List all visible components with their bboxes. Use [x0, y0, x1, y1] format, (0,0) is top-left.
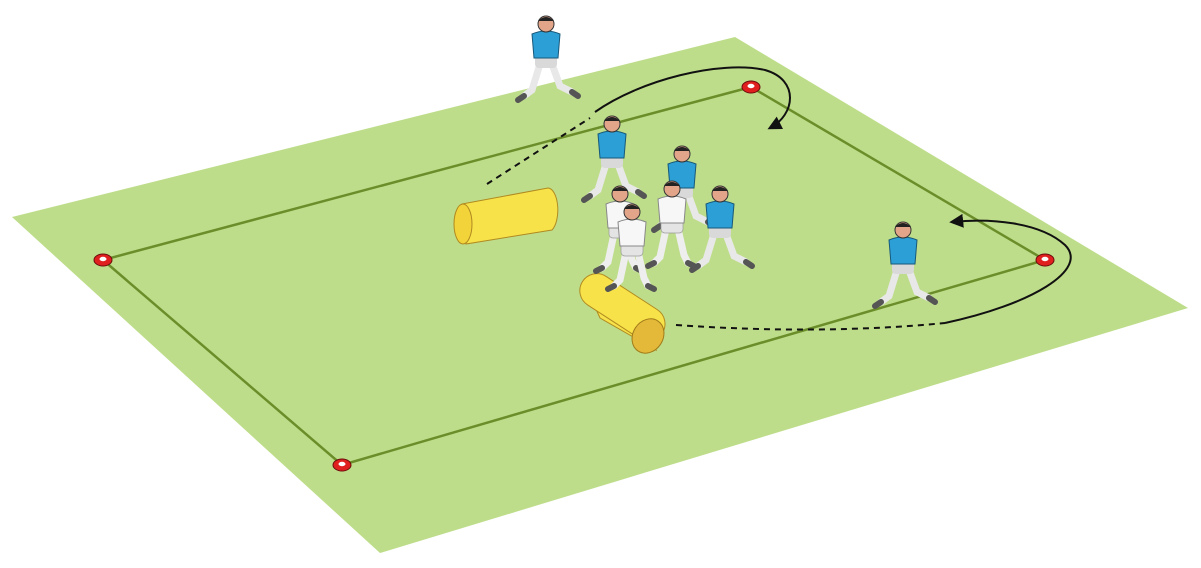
tackle-bag-icon: [453, 187, 559, 245]
cone-icon: [93, 253, 113, 267]
cone-icon: [741, 80, 761, 94]
arrow-icon: [944, 213, 1072, 324]
arrow-icon: [594, 66, 791, 130]
cone-icon: [1035, 253, 1055, 267]
arrow-icon: [486, 117, 591, 185]
tackle-bag-icon: [579, 273, 666, 354]
arrow-icon: [675, 322, 946, 331]
cone-icon: [332, 458, 352, 472]
